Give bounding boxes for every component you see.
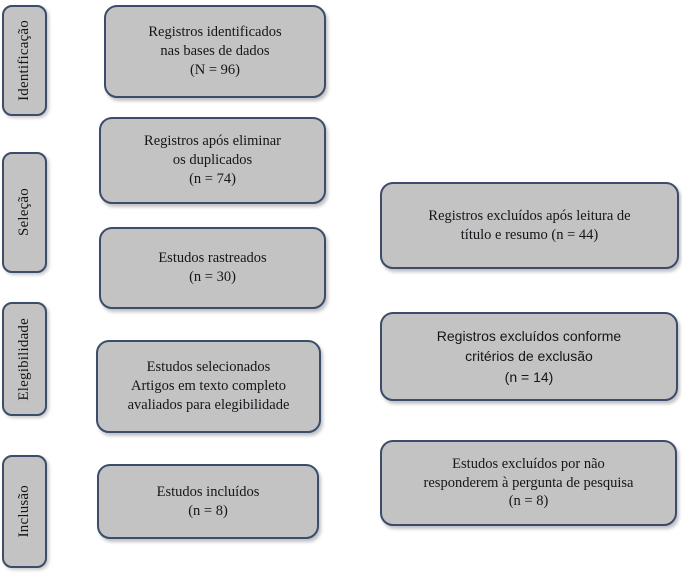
stage-label-selecao: Seleção — [16, 188, 32, 237]
stage-label-identificacao: Identificação — [16, 20, 32, 101]
flow-box-text: Estudos excluídos por não responderem à … — [423, 455, 634, 510]
flow-box-text: Estudos incluídos (n = 8) — [156, 483, 260, 519]
flow-box-estudos-incluidos: Estudos incluídos (n = 8) — [97, 464, 319, 539]
flow-box-estudos-rastreados: Estudos rastreados (n = 30) — [99, 227, 326, 309]
flow-box-registros-identificados: Registros identificados nas bases de dad… — [104, 5, 326, 98]
stage-box-elegibilidade: Elegibilidade — [2, 302, 47, 416]
stage-label-elegibilidade: Elegibilidade — [16, 317, 32, 401]
stage-label-inclusao: Inclusão — [16, 485, 32, 538]
flow-box-text: Registros excluídos após leitura de títu… — [428, 207, 631, 243]
flow-box-text: Estudos rastreados (n = 30) — [158, 250, 267, 285]
stage-box-inclusao: Inclusão — [2, 455, 47, 568]
flow-box-excluidos-criterios: Registros excluídos conforme critérios d… — [380, 312, 678, 401]
flow-box-excluidos-titulo-resumo: Registros excluídos após leitura de títu… — [380, 182, 679, 269]
flow-box-text: Registros excluídos conforme critérios d… — [436, 328, 622, 385]
flow-box-text: Registros identificados nas bases de dad… — [148, 24, 282, 78]
stage-box-identificacao: Identificação — [2, 5, 47, 116]
flow-box-text: Registros após eliminar os duplicados (n… — [144, 133, 281, 187]
flow-box-registros-apos-duplicados: Registros após eliminar os duplicados (n… — [99, 117, 326, 204]
flow-box-excluidos-pergunta-pesquisa: Estudos excluídos por não responderem à … — [380, 440, 677, 526]
flow-box-text: Estudos selecionados Artigos em texto co… — [127, 359, 290, 413]
stage-box-selecao: Seleção — [2, 152, 47, 273]
flow-box-estudos-selecionados: Estudos selecionados Artigos em texto co… — [96, 340, 321, 433]
